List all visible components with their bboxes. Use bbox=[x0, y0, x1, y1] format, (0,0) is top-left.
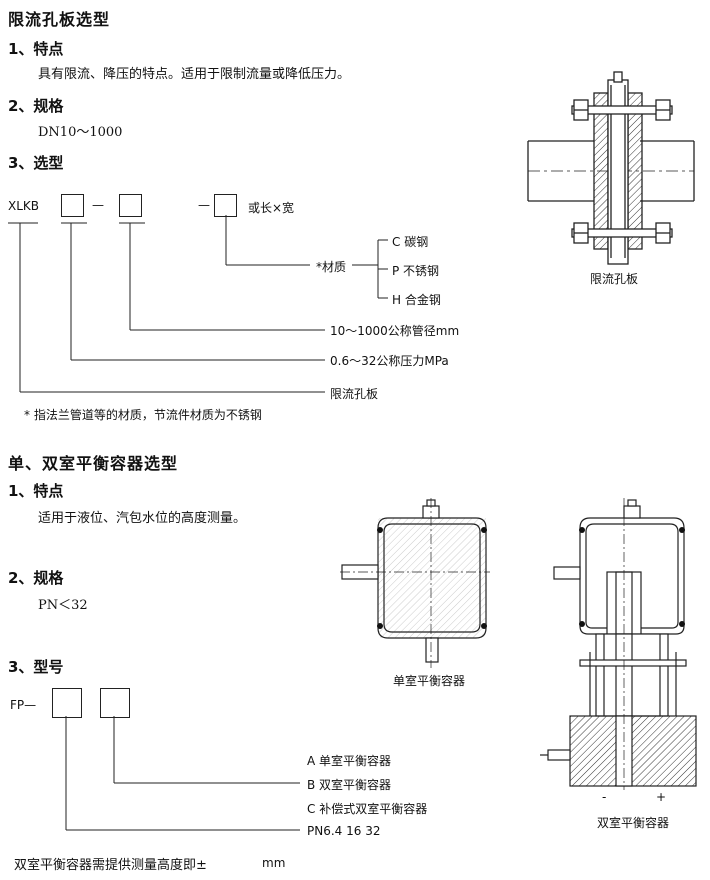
balancer-title: 单、双室平衡容器选型 bbox=[8, 454, 179, 473]
diameter-range-label: 10～1000公称管径mm bbox=[330, 324, 460, 338]
orifice-spec-heading: 2、规格 bbox=[8, 97, 64, 115]
material-option: H 合金钢 bbox=[392, 293, 441, 307]
size-suffix-label: 或长×宽 bbox=[248, 201, 295, 215]
orifice-features-text: 具有限流、降压的特点。适用于限制流量或降低压力。 bbox=[38, 67, 351, 82]
footer-note: 双室平衡容器需提供测量高度即± bbox=[14, 858, 207, 873]
dash-separator: — bbox=[198, 198, 210, 212]
material-note: * 指法兰管道等的材质，节流件材质为不锈钢 bbox=[24, 408, 262, 422]
material-option: P 不锈钢 bbox=[392, 264, 440, 278]
material-option: C 碳钢 bbox=[392, 235, 429, 249]
orifice-spec-text: DN10～1000 bbox=[38, 125, 123, 140]
balancer-model-heading: 3、型号 bbox=[8, 658, 64, 676]
balancer-features-text: 适用于液位、汽包水位的高度测量。 bbox=[38, 511, 247, 526]
balancer-model-prefix: FP— bbox=[10, 698, 37, 712]
pressure-range-label: 0.6～32公称压力MPa bbox=[330, 354, 449, 368]
pressure-code-box bbox=[61, 194, 84, 217]
minus-sign: - bbox=[602, 790, 607, 804]
orifice-features-heading: 1、特点 bbox=[8, 40, 64, 58]
product-name-label: 限流孔板 bbox=[330, 387, 379, 401]
type-option: A 单室平衡容器 bbox=[307, 754, 392, 768]
plus-sign: + bbox=[656, 790, 667, 804]
pressure-values: PN6.4 16 32 bbox=[307, 824, 381, 838]
pressure-code-box bbox=[100, 688, 130, 718]
type-option: B 双室平衡容器 bbox=[307, 778, 392, 792]
orifice-selection-heading: 3、选型 bbox=[8, 154, 64, 172]
footer-unit: mm bbox=[262, 856, 286, 870]
balancer-spec-text: PN＜32 bbox=[38, 598, 88, 613]
orifice-model-prefix: XLKB bbox=[8, 199, 40, 213]
double-chamber-caption: 双室平衡容器 bbox=[597, 816, 670, 830]
diameter-code-box bbox=[119, 194, 142, 217]
balancer-features-heading: 1、特点 bbox=[8, 482, 64, 500]
orifice-figure-caption: 限流孔板 bbox=[590, 272, 639, 286]
dash-separator: — bbox=[92, 198, 104, 212]
balancer-spec-heading: 2、规格 bbox=[8, 569, 64, 587]
type-option: C 补偿式双室平衡容器 bbox=[307, 802, 428, 816]
type-code-box bbox=[52, 688, 82, 718]
material-code-box bbox=[214, 194, 237, 217]
orifice-title: 限流孔板选型 bbox=[8, 10, 111, 29]
single-chamber-caption: 单室平衡容器 bbox=[393, 674, 466, 688]
material-label: *材质 bbox=[316, 260, 347, 274]
